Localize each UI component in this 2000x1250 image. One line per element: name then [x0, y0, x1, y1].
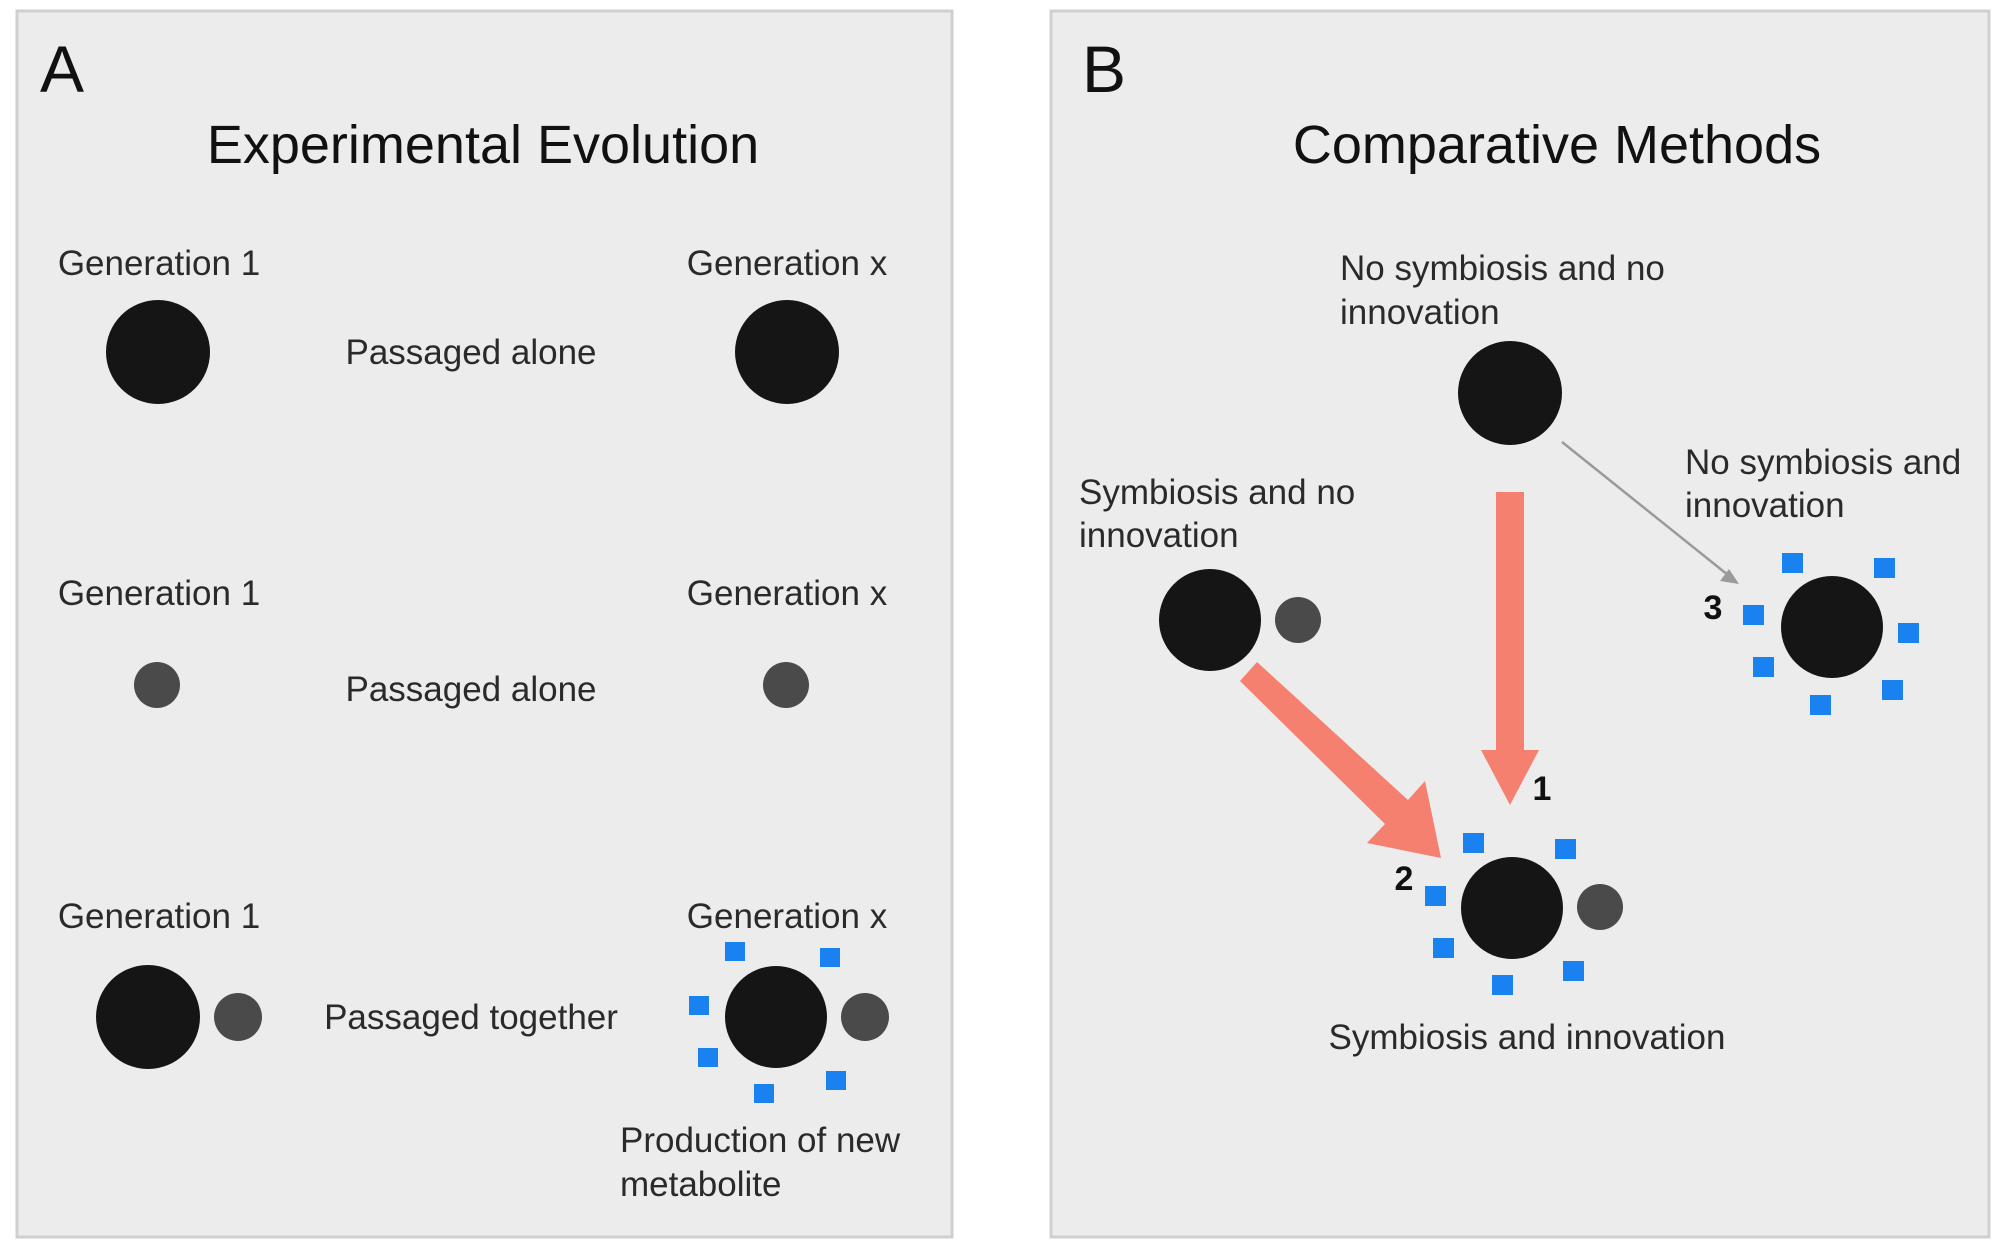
- symbiont-cell: [214, 993, 262, 1041]
- host-cell: [1781, 576, 1883, 678]
- metabolite-square: [1425, 886, 1446, 906]
- metabolite-cluster: [1743, 553, 1919, 715]
- row-3-process-label: Passaged together: [324, 998, 618, 1037]
- metabolite-square: [1463, 833, 1484, 853]
- node-both-label: Symbiosis and innovation: [1329, 1018, 1726, 1057]
- row-1-end-label: Generation x: [687, 244, 888, 283]
- metabolite-square: [1753, 657, 1774, 677]
- node-innovation-only-label-line-2: innovation: [1685, 486, 1845, 525]
- bold-arrow-diagonal: [1240, 662, 1441, 858]
- row-3-start-label: Generation 1: [58, 897, 260, 936]
- metabolite-square: [1433, 938, 1454, 958]
- thin-arrow-diagonal: [1561, 441, 1729, 576]
- metabolite-square: [754, 1084, 774, 1103]
- metabolite-square: [1810, 695, 1831, 715]
- node-ancestral-label-line-2: innovation: [1340, 293, 1500, 332]
- symbiont-cell: [763, 662, 809, 708]
- row-2-end-label: Generation x: [687, 574, 888, 613]
- node-both: Symbiosis and innovation: [1329, 833, 1726, 1057]
- metabolite-square: [826, 1071, 846, 1090]
- symbiont-cell: [841, 993, 889, 1041]
- bold-arrow-down: [1481, 492, 1539, 805]
- metabolite-note-line-1: Production of new: [620, 1121, 901, 1160]
- transition-3-number: 3: [1704, 589, 1723, 627]
- host-cell: [735, 300, 839, 404]
- metabolite-cluster: [1425, 833, 1584, 995]
- panel-b-title: Comparative Methods: [1293, 115, 1821, 175]
- row-3-end-label: Generation x: [687, 897, 888, 936]
- panel-b: B Comparative Methods No symbiosis and n…: [1049, 9, 1991, 1239]
- host-cell: [96, 965, 200, 1069]
- host-cell: [106, 300, 210, 404]
- metabolite-square: [1898, 623, 1919, 643]
- metabolite-square: [1874, 558, 1895, 578]
- transition-1: 1: [1481, 492, 1551, 808]
- row-1-start-label: Generation 1: [58, 244, 260, 283]
- node-symbiosis-only-label-line-1: Symbiosis and no: [1079, 473, 1355, 512]
- symbiont-cell: [1275, 597, 1321, 643]
- transition-2: 2: [1240, 662, 1441, 898]
- row-2-start-label: Generation 1: [58, 574, 260, 613]
- symbiont-cell: [1577, 884, 1623, 930]
- symbiont-cell: [134, 662, 180, 708]
- node-ancestral: No symbiosis and no innovation: [1340, 249, 1665, 445]
- node-symbiosis-only-label-line-2: innovation: [1079, 516, 1239, 555]
- host-cell: [1461, 857, 1563, 959]
- node-innovation-only: No symbiosis and innovation: [1685, 443, 1961, 715]
- row-2-process-label: Passaged alone: [345, 670, 596, 709]
- metabolite-note-line-2: metabolite: [620, 1165, 781, 1204]
- transition-3: 3: [1561, 441, 1739, 627]
- node-symbiosis-only: Symbiosis and no innovation: [1079, 473, 1355, 671]
- host-cell: [1458, 341, 1562, 445]
- row-1: Generation 1 Generation x Passaged alone: [58, 244, 888, 404]
- panel-b-letter: B: [1082, 32, 1126, 106]
- transition-1-number: 1: [1533, 770, 1552, 808]
- metabolite-square: [820, 948, 840, 967]
- transition-2-number: 2: [1395, 860, 1414, 898]
- metabolite-cluster: [689, 942, 846, 1103]
- metabolite-square: [1563, 961, 1584, 981]
- metabolite-square: [725, 942, 745, 961]
- metabolite-square: [1743, 605, 1764, 625]
- host-cell: [1159, 569, 1261, 671]
- metabolite-square: [1882, 680, 1903, 700]
- panel-a-title: Experimental Evolution: [207, 115, 759, 175]
- node-innovation-only-label-line-1: No symbiosis and: [1685, 443, 1961, 482]
- row-3: Generation 1 Generation x Passaged toget…: [58, 897, 901, 1204]
- row-2: Generation 1 Generation x Passaged alone: [58, 574, 888, 709]
- metabolite-square: [698, 1048, 718, 1067]
- thin-arrow-head: [1720, 569, 1739, 584]
- row-1-process-label: Passaged alone: [345, 333, 596, 372]
- metabolite-square: [1555, 839, 1576, 859]
- metabolite-square: [1782, 553, 1803, 573]
- metabolite-square: [1492, 975, 1513, 995]
- panel-a-letter: A: [40, 32, 84, 106]
- metabolite-square: [689, 996, 709, 1015]
- host-cell: [725, 966, 827, 1068]
- node-ancestral-label-line-1: No symbiosis and no: [1340, 249, 1665, 288]
- panel-a: A Experimental Evolution Generation 1 Ge…: [15, 9, 954, 1239]
